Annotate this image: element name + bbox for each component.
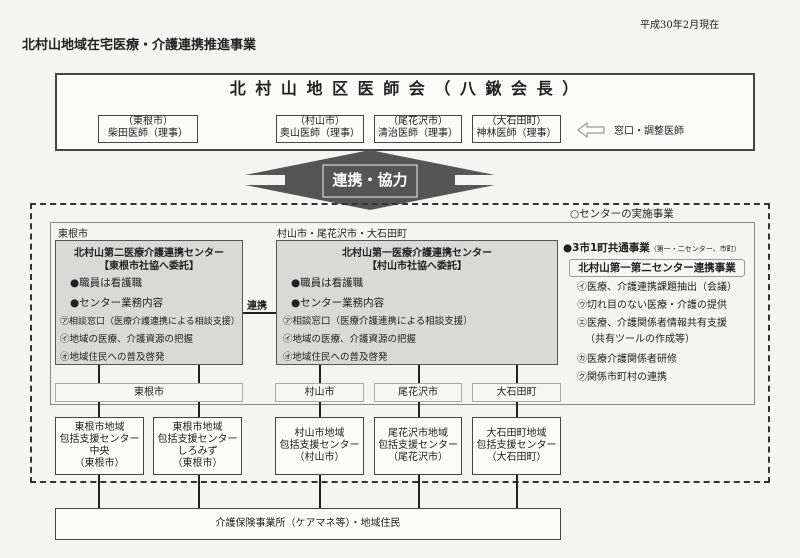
first-center-box: 北村山第一医療介護連携センター 【村山市社協へ委託】 ●職員は看護職 ●センター… — [276, 240, 558, 365]
doctor-name: 柴田医師（理事） — [108, 128, 188, 139]
sc-line: 中央 — [89, 446, 110, 457]
sc-line: 包括支援センター — [476, 440, 557, 451]
common-heading-note: （第一・二センター、市町） — [649, 245, 741, 253]
doctor-box: （村山市）奥山医師（理事） — [276, 115, 364, 143]
cooperation-label: 連携・協力 — [332, 171, 408, 189]
center-item: ㋐相談窓口（医療介護連携による相談支援） — [60, 317, 240, 327]
section-label: ○センターの実施事業 — [570, 208, 674, 220]
support-center-box: 大石田町地域包括支援センター（大石田町） — [472, 417, 561, 475]
sc-line: 大石田町地域 — [486, 428, 547, 439]
date-label: 平成30年2月現在 — [640, 20, 720, 31]
center-item: ㋐相談窓口（医療介護連携による相談支援） — [283, 316, 473, 327]
common-heading: ●3市1町共通事業 — [563, 242, 650, 254]
sc-line: 包括支援センター — [279, 440, 360, 451]
city-label: 尾花沢市 — [374, 383, 462, 402]
sc-line: 包括支援センター — [378, 440, 458, 451]
common-item: ㋕医療介護関係者研修 — [577, 354, 677, 365]
sc-line: （尾花沢市） — [388, 452, 448, 463]
sc-line: 東根市地域 — [172, 422, 223, 433]
center-title: 北村山第二医療介護連携センター — [74, 248, 224, 259]
left-area-label: 東根市 — [58, 229, 88, 240]
sc-line: 包括支援センター — [157, 434, 238, 445]
city-label: 村山市 — [275, 383, 364, 402]
common-item: ㋑医療、介護連携課題抽出（会議） — [577, 282, 737, 293]
common-item: ㋗関係市町村の連携 — [577, 372, 667, 383]
center-item: ●職員は看護職 — [70, 277, 143, 289]
sc-line: （東根市） — [172, 458, 223, 469]
doctor-name: 奥山医師（理事） — [280, 128, 360, 139]
center-title: 北村山第一医療介護連携センター — [342, 248, 492, 259]
doctor-box: （大石田町）神林医師（理事） — [472, 115, 561, 143]
doctor-area: （村山市） — [295, 116, 345, 127]
doctor-name: 神林医師（理事） — [476, 128, 557, 139]
doctor-box: （尾花沢市）清治医師（理事） — [374, 115, 462, 143]
doctor-area: （大石田町） — [486, 116, 547, 127]
doctor-box: （東根市）柴田医師（理事） — [98, 115, 198, 143]
sc-line: 東根市地域 — [74, 422, 125, 433]
double-arrow-icon — [245, 150, 495, 210]
right-area-label: 村山市・尾花沢市・大石田町 — [277, 229, 407, 240]
common-box: 北村山第一第二センター連携事業 — [569, 259, 745, 277]
support-center-box: 尾花沢市地域包括支援センター（尾花沢市） — [374, 417, 462, 475]
support-center-box: 村山市地域包括支援センター（村山市） — [275, 417, 364, 475]
support-center-box: 東根市地域包括支援センター中央（東根市） — [55, 417, 144, 475]
common-item: ㋒切れ目のない医療・介護の提供 — [577, 300, 727, 311]
sc-line: （東根市） — [74, 458, 125, 469]
sc-line: 包括支援センター — [59, 434, 140, 445]
sc-line: しろみず — [177, 446, 218, 457]
center-item: ●センター業務内容 — [70, 297, 164, 309]
second-center-box: 北村山第二医療介護連携センター 【東根市社協へ委託】 ●職員は看護職 ●センター… — [55, 240, 243, 365]
common-projects: ●3市1町共通事業（第一・二センター、市町） 北村山第一第二センター連携事業 ㋑… — [563, 240, 753, 387]
inner-region — [50, 222, 755, 405]
sc-line: 尾花沢市地域 — [388, 428, 448, 439]
city-label: 大石田町 — [472, 383, 561, 402]
association-name: 北 村 山 地 区 医 師 会 （ 八 鍬 会 長 ） — [229, 79, 581, 98]
center-item: ●職員は看護職 — [291, 277, 364, 289]
sc-line: 村山市地域 — [294, 428, 345, 439]
center-item: ㋔地域住民への普及啓発 — [60, 352, 165, 363]
bottom-box: 介護保険事業所（ケアマネ等）・地域住民 — [55, 508, 561, 540]
left-arrow-icon — [577, 122, 605, 138]
page-title: 北村山地域在宅医療・介護連携推進事業 — [22, 38, 257, 53]
sc-line: （村山市） — [294, 452, 345, 463]
center-subtitle: 【東根市社協へ委託】 — [99, 261, 199, 272]
link-label: 連携 — [247, 301, 267, 312]
doctor-area: （尾花沢市） — [388, 116, 448, 127]
support-center-box: 東根市地域包括支援センターしろみず（東根市） — [153, 417, 242, 475]
center-item: ㋑地域の医療、介護資源の把握 — [283, 334, 417, 345]
center-item: ㋔地域住民への普及啓発 — [283, 352, 388, 363]
common-item: （共有ツールの作成等） — [585, 334, 695, 345]
contact-doctor-note: 窓口・調整医師 — [614, 126, 684, 137]
link-line — [243, 312, 276, 314]
common-item: ㋓医療、介護関係者情報共有支援 — [577, 318, 727, 329]
center-subtitle: 【村山市社協へ委託】 — [367, 261, 467, 272]
service-region — [30, 203, 770, 483]
center-item: ●センター業務内容 — [291, 297, 385, 309]
doctor-area: （東根市） — [123, 116, 173, 127]
sc-line: （大石田町） — [486, 452, 547, 463]
city-label: 東根市 — [55, 383, 243, 402]
doctor-name: 清治医師（理事） — [378, 128, 458, 139]
center-item: ㋑地域の医療、介護資源の把握 — [60, 334, 194, 345]
